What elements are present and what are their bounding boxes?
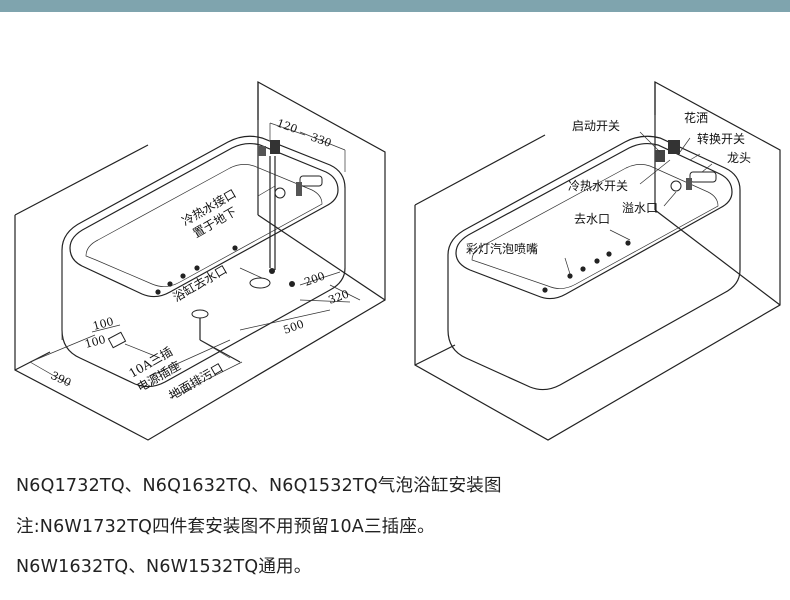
dim-500: 500 — [282, 317, 306, 336]
right-bathtub — [447, 135, 741, 391]
left-leader-lines — [124, 185, 276, 399]
label-overflow: 溢水口 — [622, 201, 658, 215]
left-bathtub — [61, 135, 346, 388]
right-faucet-set — [655, 140, 717, 192]
dim-100-top: 100 — [91, 315, 115, 333]
right-leader-lines — [564, 131, 713, 275]
left-faucet-set — [258, 140, 323, 270]
caption-line-1: N6Q1732TQ、N6Q1632TQ、N6Q1532TQ气泡浴缸安装图 — [16, 476, 502, 496]
dim-390: 390 — [49, 369, 74, 390]
label-drain: 去水口 — [574, 212, 610, 226]
label-lights-jets: 彩灯汽泡喷嘴 — [466, 241, 538, 256]
right-jets — [542, 240, 631, 293]
dim-100-left: 100 — [83, 333, 107, 351]
label-start-switch: 启动开关 — [572, 119, 620, 133]
label-hot-cold-switch: 冷热水开关 — [568, 179, 628, 193]
left-dimension-lines — [29, 122, 361, 386]
dim-120: 120 — [275, 117, 299, 136]
label-faucet: 龙头 — [727, 151, 751, 165]
installation-diagram: 冷热水接口 置于地下 浴缸去水口 10A三插 电源插座 地面排污口 120 33… — [14, 80, 781, 441]
label-shower: 花洒 — [684, 110, 708, 125]
left-drains — [191, 268, 295, 363]
left-jets — [155, 245, 238, 295]
label-diverter: 转换开关 — [697, 131, 745, 146]
caption-line-3: N6W1632TQ、N6W1532TQ通用。 — [16, 557, 312, 577]
dim-200: 200 — [303, 269, 327, 288]
top-accent-bar — [0, 0, 790, 12]
caption-line-2: 注:N6W1732TQ四件套安装图不用预留10A三插座。 — [16, 517, 435, 537]
left-power-socket — [107, 331, 127, 349]
left-installation-diagram: 冷热水接口 置于地下 浴缸去水口 10A三插 电源插座 地面排污口 120 33… — [14, 80, 386, 441]
right-installation-diagram: 启动开关 花洒 转换开关 龙头 冷热水开关 溢水口 去水口 彩灯汽泡喷嘴 — [414, 80, 781, 441]
right-room-walls — [414, 80, 781, 441]
label-tub-drain: 浴缸去水口 — [170, 262, 229, 305]
dim-330: 330 — [309, 131, 333, 150]
